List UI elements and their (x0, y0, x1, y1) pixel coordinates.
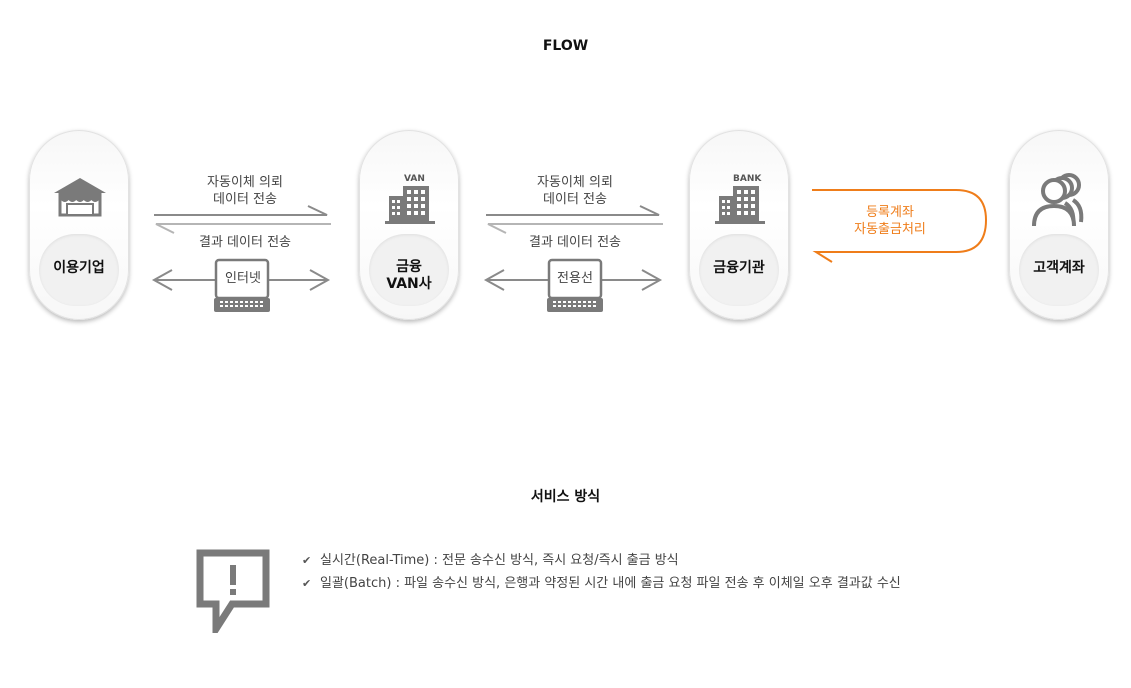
link3-line2: 자동출금처리 (854, 222, 926, 237)
link2-request-line2: 데이터 전송 (543, 192, 607, 207)
van-tag: VAN (404, 174, 425, 184)
bank-building-icon (715, 186, 765, 224)
link2-request-line1: 자동이체 의뢰 (537, 175, 613, 190)
list-item: ✔ 실시간(Real-Time) : 전문 송수신 방식, 즉시 요청/즉시 출금… (302, 551, 901, 574)
flow-title: FLOW (542, 38, 589, 54)
node-customer: 고객계좌 (1009, 130, 1109, 320)
check-icon: ✔ (302, 577, 312, 590)
bank-tag: BANK (733, 174, 762, 184)
link1-request-line1: 자동이체 의뢰 (207, 175, 283, 190)
store-icon (54, 178, 106, 217)
link1-result: 결과 데이터 전송 (199, 235, 291, 250)
check-icon: ✔ (302, 554, 312, 567)
list-item: ✔ 일괄(Batch) : 파일 송수신 방식, 은행과 약정된 시간 내에 출금… (302, 574, 901, 597)
node-circle (39, 234, 119, 306)
node-bank: BANK 금융기관 (689, 130, 789, 320)
node-circle (369, 234, 449, 306)
node-van: VAN 금융 VAN사 (359, 130, 459, 320)
link1-arrows (151, 205, 331, 291)
service-title: 서비스 방식 (530, 489, 601, 505)
node-label-line2: VAN사 (386, 276, 432, 292)
node-label: 고객계좌 (1033, 260, 1085, 276)
node-label-line1: 금융 (396, 259, 422, 275)
link3-line1: 등록계좌 (866, 205, 914, 220)
node-circle (699, 234, 779, 306)
service-item-text: 실시간(Real-Time) : 전문 송수신 방식, 즉시 요청/즉시 출금 … (320, 553, 679, 568)
node-label: 이용기업 (53, 260, 105, 276)
building-icon (385, 186, 435, 224)
node-label: 금융기관 (713, 260, 765, 276)
node-company: 이용기업 (29, 130, 129, 320)
link2-result: 결과 데이터 전송 (529, 235, 621, 250)
service-list: ✔ 실시간(Real-Time) : 전문 송수신 방식, 즉시 요청/즉시 출금… (302, 551, 901, 597)
people-icon (1032, 173, 1084, 227)
service-item-text: 일괄(Batch) : 파일 송수신 방식, 은행과 약정된 시간 내에 출금 … (320, 576, 901, 591)
link2-channel-label: 전용선 (552, 267, 598, 291)
link3-return-arrow (812, 189, 988, 263)
alert-bubble-icon (196, 549, 270, 633)
node-circle (1019, 234, 1099, 306)
link1-channel-label: 인터넷 (220, 267, 266, 291)
link1-request-line2: 데이터 전송 (213, 192, 277, 207)
